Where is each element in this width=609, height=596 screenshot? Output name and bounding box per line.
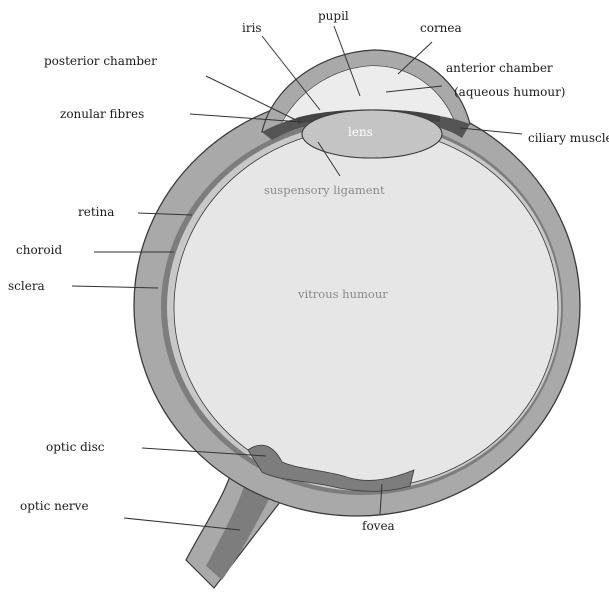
label-ciliary-muscle: ciliary muscle bbox=[528, 131, 609, 145]
label-optic-nerve: optic nerve bbox=[20, 499, 89, 513]
label-vitrous-humour: vitrous humour bbox=[297, 287, 388, 301]
label-fovea: fovea bbox=[362, 519, 395, 533]
label-anterior-chamber-1: anterior chamber bbox=[446, 61, 553, 75]
label-retina: retina bbox=[78, 205, 114, 219]
label-iris: iris bbox=[242, 21, 262, 35]
label-lens: lens bbox=[348, 125, 373, 139]
label-suspensory-ligament: suspensory ligament bbox=[264, 183, 385, 197]
label-anterior-chamber-2: (aqueous humour) bbox=[454, 85, 565, 99]
label-optic-disc: optic disc bbox=[46, 440, 105, 454]
label-zonular-fibres: zonular fibres bbox=[60, 107, 144, 121]
label-choroid: choroid bbox=[16, 243, 62, 257]
vitreous-body bbox=[174, 128, 558, 488]
label-cornea: cornea bbox=[420, 21, 462, 35]
label-sclera: sclera bbox=[8, 279, 45, 293]
label-pupil: pupil bbox=[318, 9, 349, 23]
label-posterior-chamber: posterior chamber bbox=[44, 54, 157, 68]
